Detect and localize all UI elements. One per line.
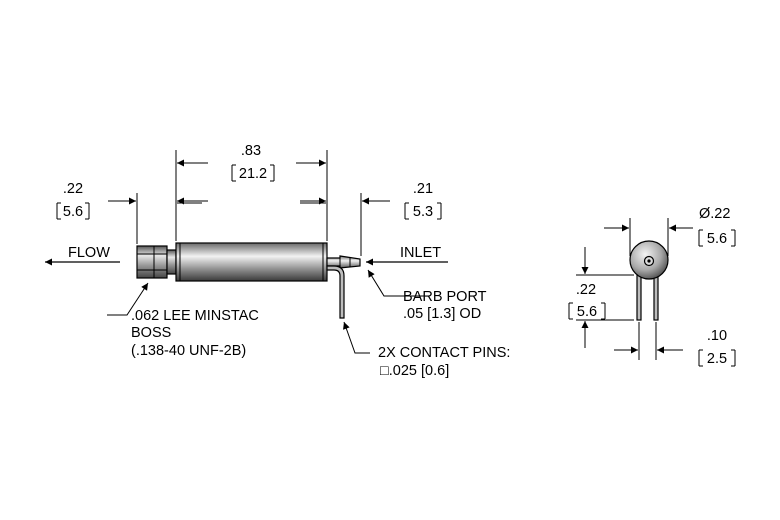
boss-note-line2: BOSS [131,325,171,341]
dim-barb-length-mm: 5.3 [413,204,433,220]
side-view-part [136,242,361,319]
dim-barb-length-in: .21 [413,181,433,197]
side-view-dimensions: .83 21.2 .22 5.6 .21 5.3 FLOW INLET .062… [45,143,510,379]
barb-note-line1: BARB PORT [403,289,487,305]
dim-pin-height-mm: 5.6 [577,304,597,320]
dim-pin-spacing-in: .10 [707,328,727,344]
dim-body-length-in: .83 [241,143,261,159]
dim-diameter-mm: 5.6 [707,231,727,247]
pins-leader [343,321,370,354]
pins-note-line2: □.025 [0.6] [380,363,449,379]
dim-boss-length-in: .22 [63,181,83,197]
dim-pin-height-in: .22 [576,282,596,298]
end-view-part [629,240,669,321]
flow-label: FLOW [68,245,110,261]
end-view-dimensions: Ø.22 5.6 .22 5.6 .10 2.5 [568,206,736,367]
dim-pin-spacing-mm: 2.5 [707,351,727,367]
boss-note-line1: .062 LEE MINSTAC [131,308,259,324]
boss-leader [107,282,149,316]
contact-pin [326,265,345,319]
boss-neck [166,249,177,275]
pins-note-line1: 2X CONTACT PINS: [378,345,510,361]
valve-body [175,242,328,282]
barb-note-line2: .05 [1.3] OD [403,306,481,322]
minstac-boss [136,245,168,279]
barb-leader [367,269,424,297]
inlet-label: INLET [400,245,441,261]
dim-diameter-in: Ø.22 [699,206,730,222]
boss-note-line3: (.138-40 UNF-2B) [131,343,246,359]
dim-boss-length-mm: 5.6 [63,204,83,220]
dim-body-length-mm: 21.2 [239,166,267,182]
